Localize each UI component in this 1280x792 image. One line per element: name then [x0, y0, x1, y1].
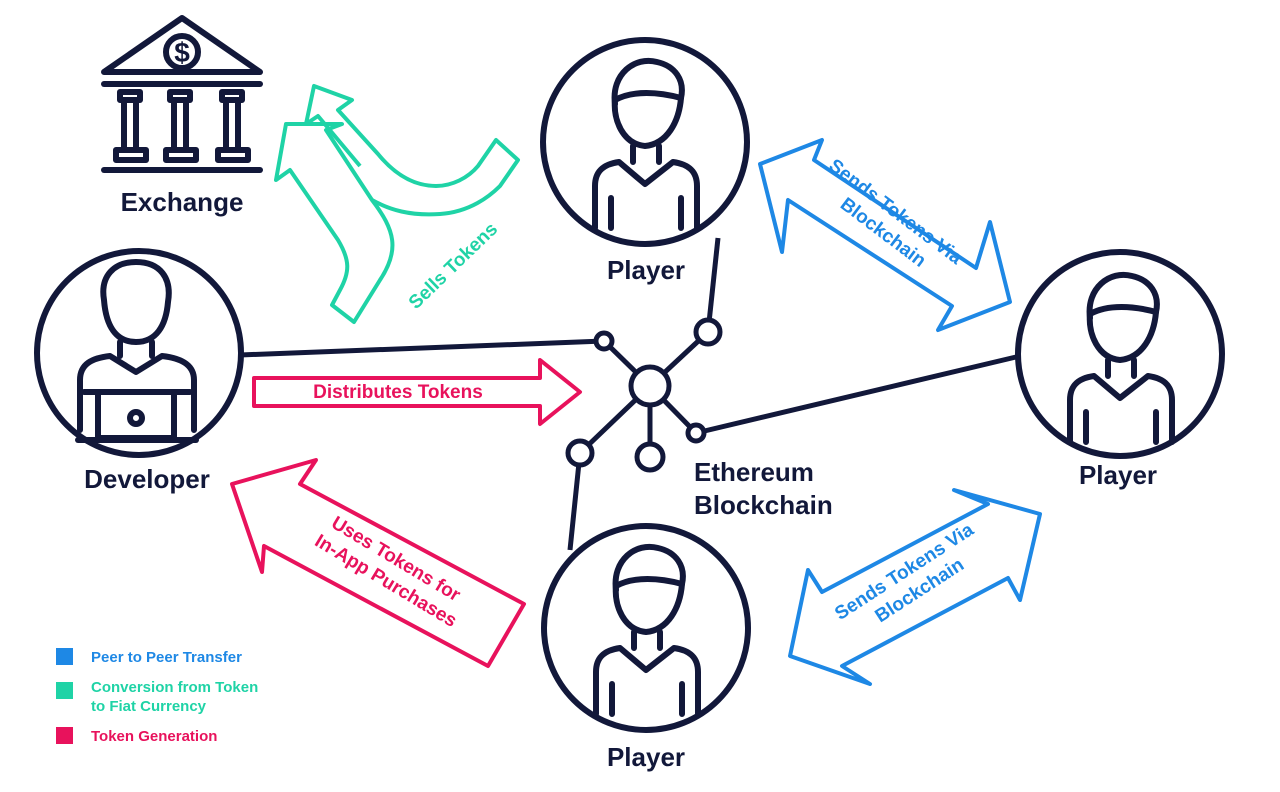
network-hub-icon	[565, 317, 723, 473]
line-hub-player-top	[705, 237, 721, 333]
legend-swatch-generation	[56, 727, 73, 744]
bank-dollar-icon	[101, 15, 263, 173]
line-hub-player-bottom	[567, 452, 583, 551]
exchange-label: Exchange	[121, 187, 244, 217]
player-right-node	[1015, 249, 1225, 459]
blockchain-label: Ethereum Blockchain	[694, 457, 833, 520]
legend-label-conversion: Conversion from Token to Fiat Currency	[91, 679, 259, 715]
dollar-sign-icon: $	[174, 37, 190, 68]
legend-item-generation: Token Generation	[56, 727, 217, 746]
line-hub-player-right	[695, 354, 1017, 436]
distributes-tokens-label: Distributes Tokens	[313, 382, 483, 403]
player-bottom-node	[541, 523, 751, 733]
sells-tokens-label: Sells Tokens	[405, 219, 502, 314]
distributes-tokens-arrow	[252, 358, 582, 426]
player-right-label: Player	[1079, 460, 1157, 490]
sends-tokens-top-arrow	[758, 138, 1012, 332]
person-laptop-icon	[75, 259, 199, 443]
player-top-label: Player	[607, 255, 685, 285]
developer-label: Developer	[84, 464, 210, 494]
player-top-node	[540, 37, 750, 247]
uses-tokens-arrow	[230, 458, 526, 668]
sends-tokens-bottom-arrow	[788, 488, 1042, 686]
legend-label-generation: Token Generation	[91, 728, 218, 745]
legend-swatch-conversion	[56, 682, 73, 699]
legend-label-peer: Peer to Peer Transfer	[91, 649, 242, 666]
sells-tokens-arrow	[274, 84, 520, 324]
legend-swatch-peer	[56, 648, 73, 665]
legend-item-conversion: Conversion from Token to Fiat Currency	[56, 678, 258, 716]
developer-node	[34, 248, 244, 458]
line-developer-hub	[239, 338, 605, 358]
network-lines	[239, 237, 1017, 551]
player-bottom-label: Player	[607, 742, 685, 772]
legend-item-peer: Peer to Peer Transfer	[56, 648, 242, 667]
